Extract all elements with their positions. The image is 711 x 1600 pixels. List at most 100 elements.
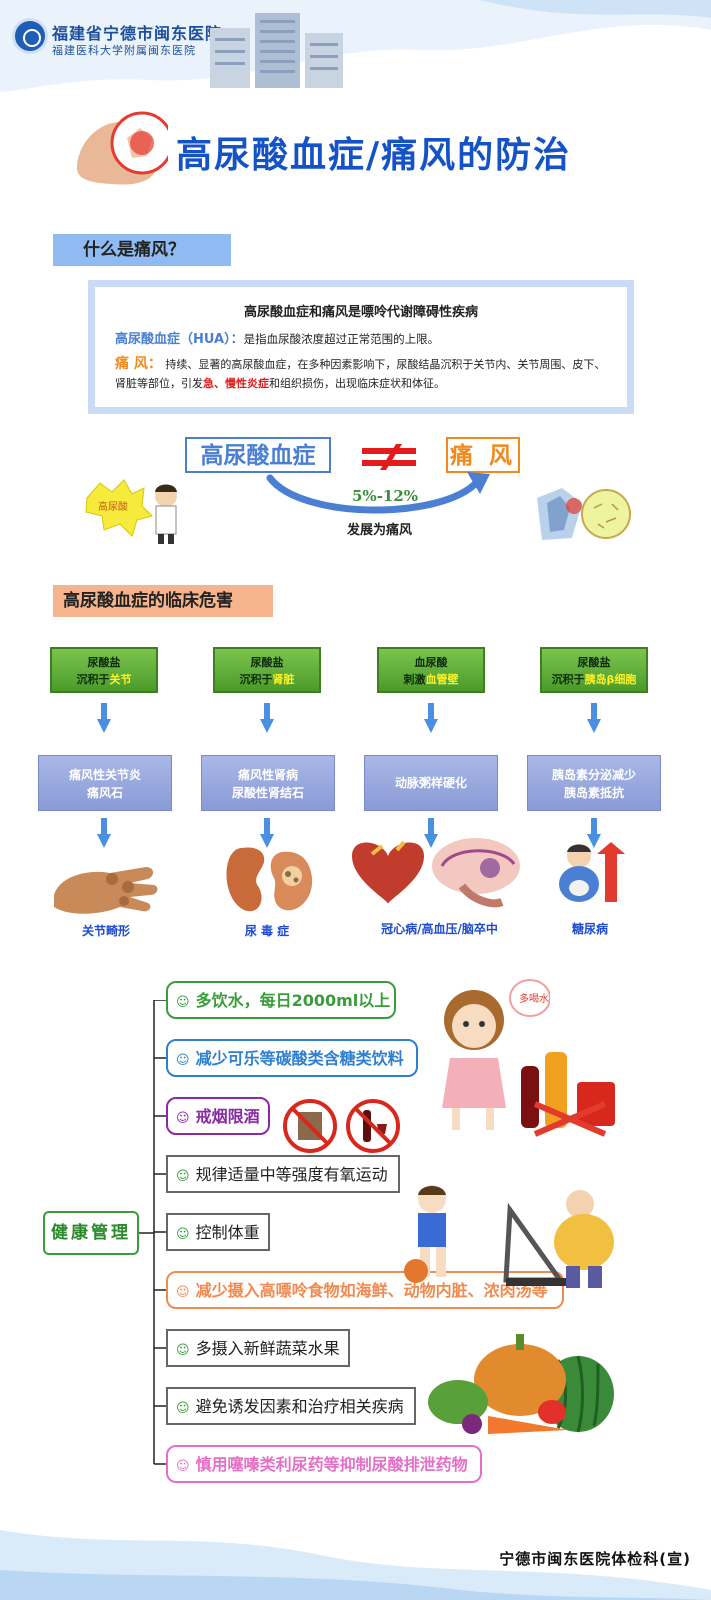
harm-cause-target: 肾脏: [272, 673, 295, 686]
health-tip-text: 规律适量中等强度有氧运动: [195, 1165, 388, 1184]
harm-effect-line2: 痛风石: [86, 786, 123, 800]
health-tip-item: ☺ 戒烟限酒: [166, 1097, 270, 1135]
harm-effect-box: 痛风性关节炎 痛风石: [38, 755, 172, 811]
harm-cause-line2: 沉积于关节: [52, 671, 156, 688]
arrow-down-icon: [587, 703, 601, 733]
gout-definition: 痛 风： 持续、显著的高尿酸血症，在多种因素影响下，尿酸结晶沉积于关节内、关节周…: [115, 355, 607, 393]
harm-cause-verb: 刺激: [403, 673, 426, 686]
harm-cause-line2: 沉积于肾脏: [215, 671, 319, 688]
section-tag-what-is-gout: 什么是痛风？: [53, 234, 231, 266]
health-tip-text: 避免诱发因素和治疗相关疾病: [195, 1397, 404, 1416]
smile-icon: ☺: [176, 1459, 190, 1474]
progression-percent: 5%-12%: [352, 487, 419, 505]
harm-cause-target: 血管壁: [425, 673, 459, 686]
definition-heading: 高尿酸血症和痛风是嘌呤代谢障碍性疾病: [243, 305, 478, 320]
smile-icon: ☺: [176, 1343, 190, 1358]
health-tip-item: ☺多饮水，每日2000ml以上: [166, 981, 396, 1019]
hospital-building-image: [210, 13, 343, 88]
health-tip-text: 多饮水，每日2000ml以上: [195, 991, 391, 1010]
arrow-down-icon: [424, 818, 438, 848]
smile-icon: ☺: [176, 1053, 190, 1068]
harm-cause-box: 尿酸盐 沉积于关节: [50, 647, 158, 693]
heart-brain-image: [352, 838, 520, 908]
definition-box: 高尿酸血症和痛风是嘌呤代谢障碍性疾病 高尿酸血症（HUA）：是指血尿酸浓度超过正…: [88, 280, 634, 414]
arrow-down-icon: [424, 703, 438, 733]
gout-desc-2: 和组织损伤，出现临床症状和体征。: [269, 377, 445, 390]
smile-icon: ☺: [176, 1285, 190, 1300]
health-tip-item: ☺避免诱发因素和治疗相关疾病: [166, 1387, 416, 1425]
harm-effect-line1: 痛风性肾病: [237, 768, 298, 782]
definition-box-inner: 高尿酸血症和痛风是嘌呤代谢障碍性疾病 高尿酸血症（HUA）：是指血尿酸浓度超过正…: [95, 287, 627, 407]
disease-label: 尿 毒 症: [244, 924, 290, 938]
disease-label: 冠心病/高血压/脑卒中: [381, 922, 498, 936]
arrow-down-icon: [97, 703, 111, 733]
smile-icon: ☺: [176, 1227, 190, 1242]
progression-label: 发展为痛风: [347, 523, 413, 538]
deformed-hand-image: [54, 867, 158, 914]
footer-department: 宁德市闽东医院体检科(宣): [499, 1550, 691, 1568]
arrow-down-icon: [587, 818, 601, 848]
section-tag-clinical-harm: 高尿酸血症的临床危害: [53, 585, 273, 617]
health-tip-item: ☺ 慎用噻嗪类利尿药等抑制尿酸排泄药物: [166, 1445, 482, 1483]
harm-cause-line1: 尿酸盐: [87, 656, 121, 669]
diabetes-cartoon-image: [559, 842, 625, 902]
vegetables-image: [428, 1334, 614, 1434]
arrow-down-icon: [260, 818, 274, 848]
footer-wave: [0, 1530, 711, 1600]
no-smoking-icon: [283, 1099, 337, 1153]
harm-cause-target: 关节: [109, 673, 132, 686]
harm-effect-line2: 尿酸性肾结石: [231, 786, 304, 800]
soft-drinks-crossed-image: [521, 1052, 615, 1137]
compare-hua-box: 高尿酸血症: [185, 437, 331, 473]
harm-cause-box: 尿酸盐 沉积于胰岛β细胞: [540, 647, 648, 693]
harm-cause-line1: 血尿酸: [414, 656, 448, 669]
gout-term: 痛 风：: [115, 356, 162, 372]
gout-joint-image: [537, 488, 631, 540]
arrow-down-icon: [260, 703, 274, 733]
harm-effect-box: 动脉粥样硬化: [364, 755, 498, 811]
smile-icon: ☺: [176, 1169, 190, 1184]
no-alcohol-icon: [346, 1099, 400, 1153]
not-equal-icon: [362, 444, 416, 470]
health-tip-item: ☺ 规律适量中等强度有氧运动: [166, 1155, 400, 1193]
health-management-label: 健康管理: [43, 1211, 139, 1255]
speech-text: 多喝水！: [519, 992, 550, 1005]
harm-cause-line2: 沉积于胰岛β细胞: [542, 671, 646, 688]
health-tip-item: ☺控制体重: [166, 1213, 270, 1251]
hospital-logo: [12, 18, 48, 54]
compare-gout-box: 痛 风: [446, 437, 520, 473]
arrow-down-icon: [97, 818, 111, 848]
health-tip-text: 多摄入新鲜蔬菜水果: [195, 1339, 340, 1358]
harm-cause-line1: 尿酸盐: [577, 656, 611, 669]
harm-cause-verb: 沉积于: [239, 673, 273, 686]
harm-cause-target: 胰岛β细胞: [584, 673, 637, 686]
gout-desc-red: 急、慢性炎症: [203, 377, 269, 390]
harm-cause-box: 尿酸盐 沉积于肾脏: [213, 647, 321, 693]
health-tip-item: ☺ 减少可乐等碳酸类含糖类饮料: [166, 1039, 418, 1077]
tree-connector: [138, 1000, 168, 1465]
health-tip-text: 慎用噻嗪类利尿药等抑制尿酸排泄药物: [195, 1455, 468, 1474]
health-tip-item: ☺ 多摄入新鲜蔬菜水果: [166, 1329, 350, 1367]
harm-cause-verb: 沉积于: [76, 673, 110, 686]
gout-foot-image: [77, 111, 168, 185]
harm-effect-line1: 动脉粥样硬化: [394, 776, 467, 790]
disease-label: 关节畸形: [81, 924, 130, 938]
health-tip-item: ☺ 减少摄入高嘌呤食物如海鲜、动物内脏、浓肉汤等: [166, 1271, 564, 1309]
hua-definition: 高尿酸血症（HUA）：是指血尿酸浓度超过正常范围的上限。: [115, 328, 607, 347]
hospital-subname: 福建医科大学附属闽东医院: [52, 44, 196, 57]
doctor-cartoon-image: 高尿酸: [85, 479, 177, 544]
harm-cause-line2: 刺激血管壁: [379, 671, 483, 688]
health-tip-text: 戒烟限酒: [195, 1107, 260, 1126]
harm-cause-verb: 沉积于: [551, 673, 585, 686]
gout-desc-1: 持续、显著的高尿酸血症，在多种因素影响下，尿酸结晶沉积于关节内、关节周围、皮下、…: [115, 358, 606, 390]
girl-drinking-image: 多喝水！: [442, 979, 550, 1130]
header-wave: [0, 0, 711, 92]
health-tip-text: 减少摄入高嘌呤食物如海鲜、动物内脏、浓肉汤等: [195, 1281, 548, 1300]
harm-cause-box: 血尿酸 刺激血管壁: [377, 647, 485, 693]
page-title: 高尿酸血症/痛风的防治: [176, 135, 572, 176]
smile-icon: ☺: [176, 1111, 190, 1126]
health-tip-text: 减少可乐等碳酸类含糖类饮料: [195, 1049, 404, 1068]
harm-effect-line2: 胰岛素抵抗: [563, 786, 624, 800]
basketball-boy-image: [404, 1185, 446, 1283]
curved-arrow-icon: [266, 472, 490, 514]
